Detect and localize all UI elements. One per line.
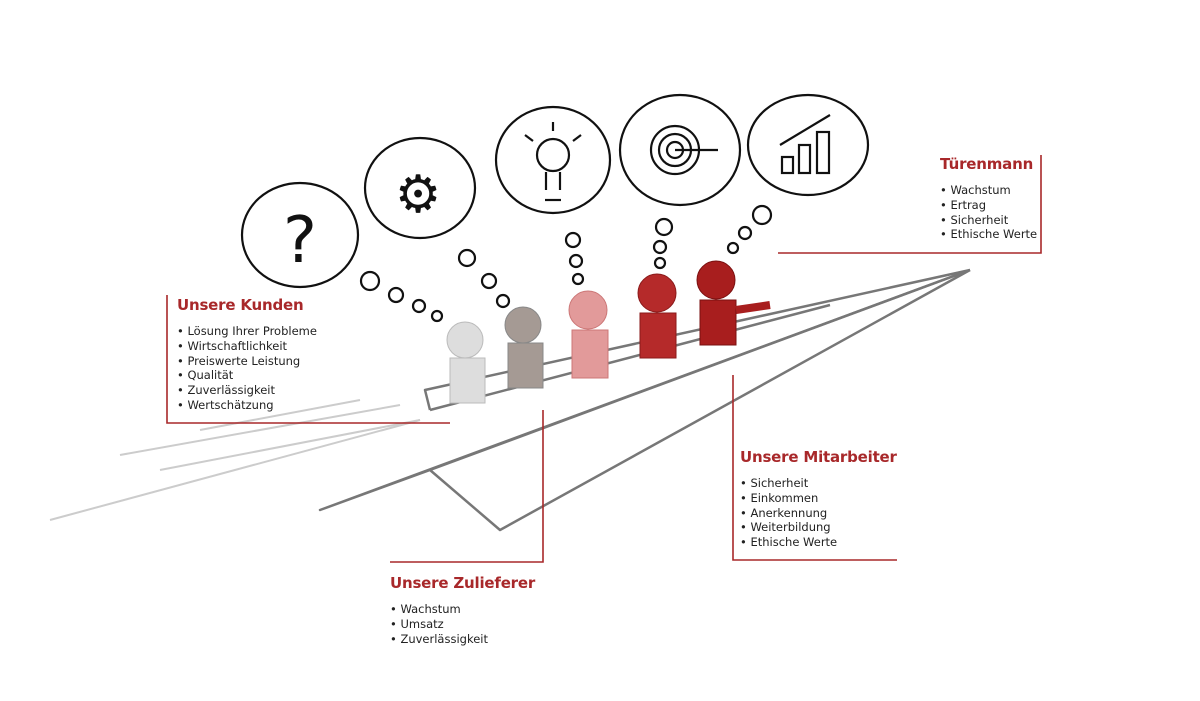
list-item: Ethische Werte <box>940 227 1037 242</box>
bubble-chart <box>726 93 870 255</box>
list-item: Sicherheit <box>740 476 897 491</box>
connector-lines <box>166 155 1042 563</box>
figure-2 <box>504 306 544 389</box>
list-item: Wachstum <box>940 183 1037 198</box>
list-item: Ertrag <box>940 198 1037 213</box>
list-item: Weiterbildung <box>740 520 897 535</box>
kunden-connector <box>166 295 450 424</box>
group-list: Lösung Ihrer Probleme Wirtschaftlichkeit… <box>177 324 317 413</box>
light-bulb-icon <box>524 122 582 202</box>
list-item: Umsatz <box>390 617 535 632</box>
group-list: Wachstum Ertrag Sicherheit Ethische Wert… <box>940 183 1037 242</box>
figure-1 <box>446 321 486 404</box>
list-item: Zuverlässigkeit <box>390 632 535 647</box>
list-item: Lösung Ihrer Probleme <box>177 324 316 339</box>
speed-lines <box>49 399 421 521</box>
list-item: Wertschätzung <box>177 398 317 413</box>
mitarbeiter-connector <box>732 375 897 561</box>
group-turenmann: Türenmann Wachstum Ertrag Sicherheit Eth… <box>940 155 1037 242</box>
group-title: Unsere Zulieferer <box>390 574 536 592</box>
target-icon <box>649 124 718 176</box>
list-item: Preiswerte Leistung <box>177 354 317 369</box>
turenmann-connector <box>778 155 1042 254</box>
group-title: Unsere Mitarbeiter <box>740 448 897 466</box>
group-mitarbeiter: Unsere Mitarbeiter Sicherheit Einkommen … <box>740 448 897 550</box>
group-title: Türenmann <box>940 155 1034 173</box>
bubble-target <box>618 93 742 270</box>
figure-5 <box>696 260 771 346</box>
group-zulieferer: Unsere Zulieferer Wachstum Umsatz Zuverl… <box>390 574 535 646</box>
bubble-gears: ⚙ <box>363 136 511 309</box>
bubble-question: ? <box>240 181 444 323</box>
group-title: Unsere Kunden <box>177 296 304 314</box>
list-item: Wirtschaftlichkeit <box>177 339 317 354</box>
paper-plane <box>318 268 971 532</box>
figure-4 <box>637 273 677 359</box>
question-mark-icon: ? <box>283 204 317 278</box>
list-item: Anerkennung <box>740 506 897 521</box>
list-item: Sicherheit <box>940 213 1037 228</box>
bubble-bulb <box>494 105 612 286</box>
list-item: Einkommen <box>740 491 897 506</box>
figure-3 <box>568 290 609 379</box>
growth-chart-icon <box>779 114 831 175</box>
zulieferer-connector <box>390 410 544 563</box>
list-item: Zuverlässigkeit <box>177 383 317 398</box>
list-item: Wachstum <box>390 602 535 617</box>
group-kunden: Unsere Kunden Lösung Ihrer Probleme Wirt… <box>177 296 317 413</box>
gears-icon: ⚙ <box>395 165 442 225</box>
group-list: Sicherheit Einkommen Anerkennung Weiterb… <box>740 476 897 550</box>
group-list: Wachstum Umsatz Zuverlässigkeit <box>390 602 535 646</box>
list-item: Qualität <box>177 368 317 383</box>
list-item: Ethische Werte <box>740 535 897 550</box>
